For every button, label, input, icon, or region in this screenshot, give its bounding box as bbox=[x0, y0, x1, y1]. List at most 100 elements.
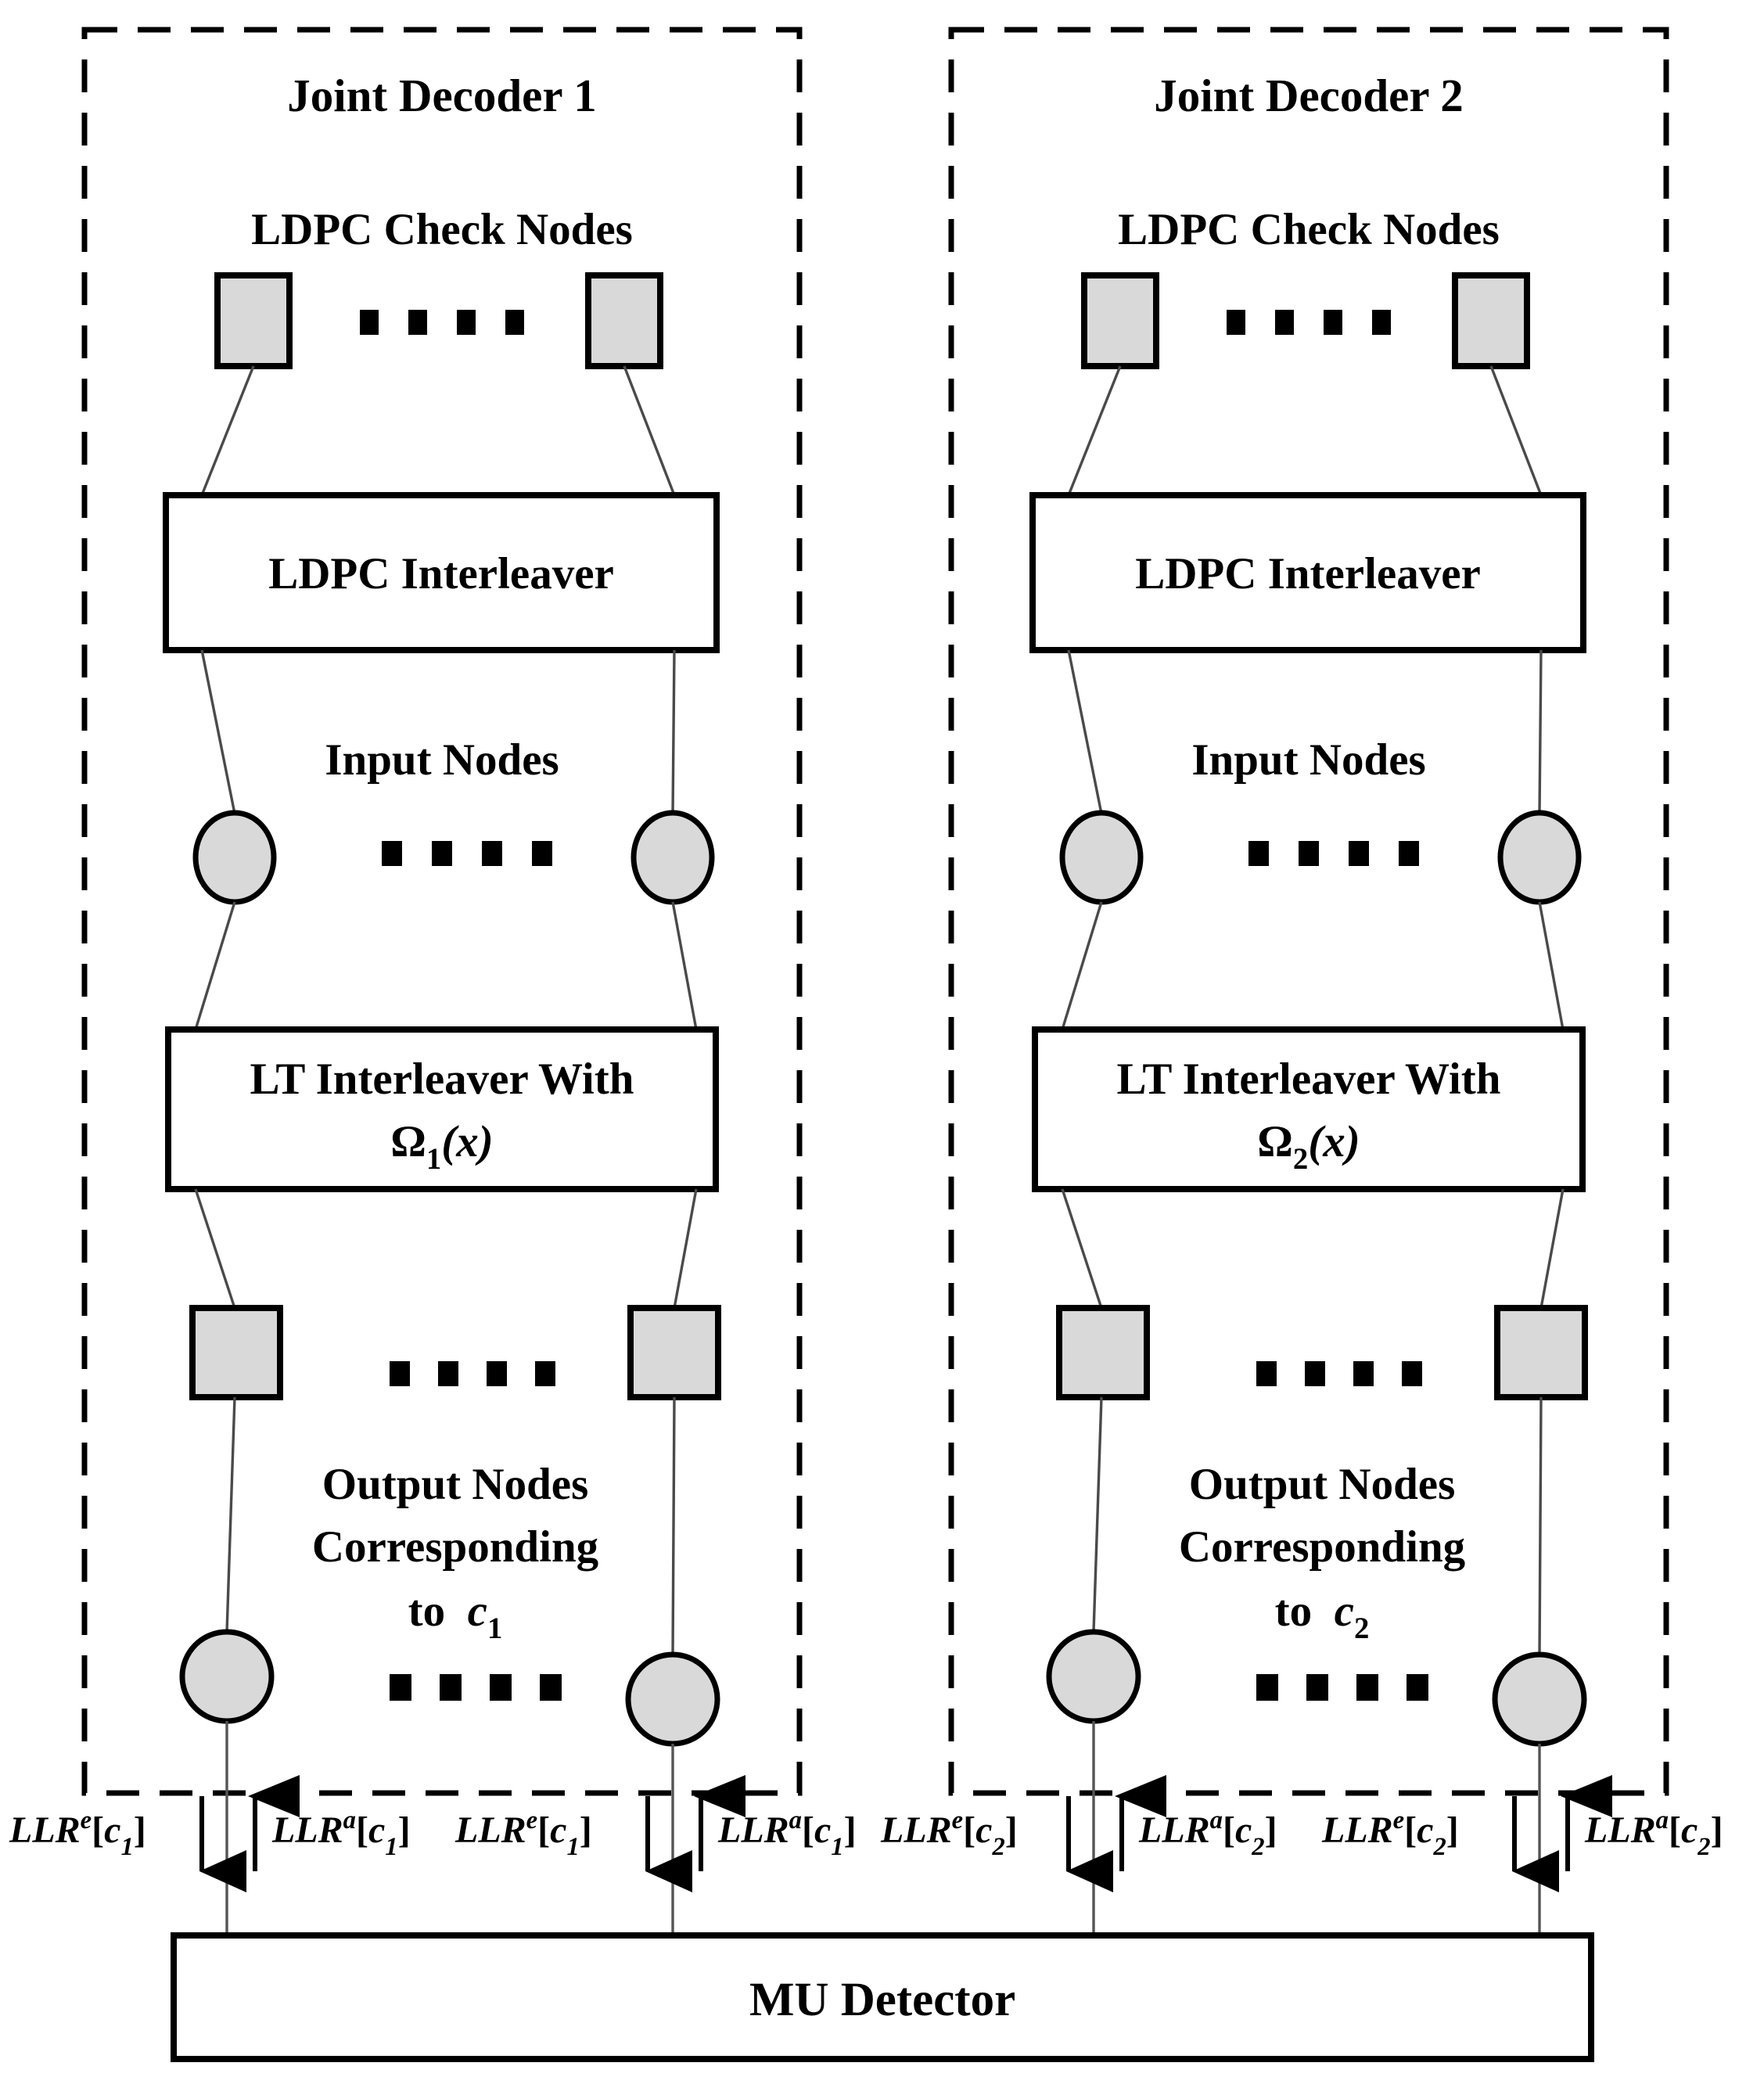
decoder-1-input-node-left bbox=[192, 810, 277, 905]
llr-a-c2-left-sup: a bbox=[1210, 1806, 1223, 1834]
decoder-2-edge-lt-to-output-square-left bbox=[1061, 1188, 1103, 1309]
decoder-2-output-nodes-label-line1: Output Nodes bbox=[1189, 1460, 1456, 1509]
llr-label-a-c1-left: LLRa[c1] bbox=[271, 1806, 411, 1861]
decoder-1-output-node-ellipsis bbox=[390, 1674, 562, 1701]
decoder-2-edge-input-right-to-lt bbox=[1538, 901, 1565, 1030]
llr-e-c2-left-sup: e bbox=[952, 1806, 963, 1834]
llr-a-c1-left-var: c bbox=[368, 1809, 385, 1851]
decoder-2-input-node-ellipsis bbox=[1248, 841, 1419, 866]
llr-e-c2-right-close: ] bbox=[1446, 1809, 1459, 1851]
decoder-2-output-node-right bbox=[1492, 1651, 1587, 1747]
decoder-1-output-node-right bbox=[625, 1651, 720, 1747]
llr-e-c1-left-close: ] bbox=[134, 1809, 146, 1851]
decoder-2-input-nodes-label: Input Nodes bbox=[1191, 735, 1425, 785]
llr-e-c1-left-sub: 1 bbox=[120, 1833, 133, 1861]
decoder-2-edge-square-left-to-circle bbox=[1092, 1396, 1103, 1633]
decoder-2-edge-interleaver-to-input-left bbox=[1067, 649, 1103, 814]
decoder-2-edge-lt-to-output-square-right bbox=[1539, 1188, 1565, 1309]
llr-a-c1-right-sup: a bbox=[789, 1806, 802, 1834]
decoder-1-output-square-ellipsis bbox=[390, 1361, 555, 1386]
decoder-1-omega-arg: (x) bbox=[441, 1117, 493, 1166]
llr-a-c1-right-base: LLR bbox=[717, 1809, 789, 1851]
decoder-2-ldpc-interleaver-label: LDPC Interleaver bbox=[1135, 549, 1481, 598]
decoder-1-lt-interleaver-box bbox=[165, 1026, 719, 1192]
llr-e-c2-left-var: c bbox=[975, 1809, 992, 1851]
decoder-2-output-node-left bbox=[1046, 1629, 1141, 1724]
llr-e-c1-right-open: [ bbox=[537, 1809, 550, 1851]
decoder-2-output-codeword-sub: 2 bbox=[1354, 1612, 1369, 1645]
llr-e-c1-right-base: LLR bbox=[454, 1809, 526, 1851]
decoder-1-check-node-ellipsis bbox=[360, 310, 524, 335]
decoder-1-lt-interleaver-label: LT Interleaver With bbox=[250, 1055, 634, 1104]
llr-a-c2-left-sub: 2 bbox=[1251, 1833, 1264, 1861]
decoder-2-edge-interleaver-to-input-right bbox=[1538, 649, 1543, 814]
decoder-1-output-square-right bbox=[627, 1305, 721, 1400]
decoder-1-output-codeword-sub: 1 bbox=[487, 1612, 502, 1645]
joint-decoder-1-group: Joint Decoder 1 LDPC Check Nodes LDPC In… bbox=[81, 27, 803, 1939]
decoder-1-output-to-word: to bbox=[408, 1586, 445, 1636]
decoder-1-output-nodes-label-line1: Output Nodes bbox=[322, 1460, 589, 1509]
llr-a-c2-right-sup: a bbox=[1656, 1806, 1669, 1834]
llr-a-c2-right-open: [ bbox=[1669, 1809, 1681, 1851]
llr-e-c2-right-sup: e bbox=[1393, 1806, 1404, 1834]
llr-e-c1-right-close: ] bbox=[580, 1809, 592, 1851]
decoder-1-edge-interleaver-to-input-right bbox=[671, 649, 676, 814]
llr-a-c1-left-open: [ bbox=[356, 1809, 368, 1851]
decoder-1-edge-lt-to-output-square-right bbox=[673, 1188, 698, 1309]
llr-a-c2-right-close: ] bbox=[1711, 1809, 1723, 1851]
joint-decoder-1-dashed-border bbox=[81, 27, 803, 1796]
decoder-1-edge-check-right-to-interleaver bbox=[623, 365, 676, 496]
llr-a-c1-left-sup: a bbox=[343, 1806, 356, 1834]
decoder-2-check-node-square-left bbox=[1081, 272, 1159, 369]
llr-e-c1-left-var: c bbox=[104, 1809, 120, 1851]
decoder-1-input-node-right bbox=[631, 810, 715, 905]
decoder-2-check-node-ellipsis bbox=[1227, 310, 1391, 335]
decoder-1-check-nodes-label: LDPC Check Nodes bbox=[251, 205, 633, 254]
decoder-2-output-square-left bbox=[1056, 1305, 1150, 1400]
llr-e-c1-right-var: c bbox=[550, 1809, 566, 1851]
decoder-2-lt-interleaver-omega-expr: Ω2(x) bbox=[1257, 1117, 1360, 1176]
llr-e-c2-right-var: c bbox=[1417, 1809, 1433, 1851]
decoder-2-check-node-square-right bbox=[1452, 272, 1530, 369]
llr-e-c1-right-sub: 1 bbox=[566, 1833, 579, 1861]
decoder-1-edge-check-left-to-interleaver bbox=[200, 365, 255, 496]
decoder-1-output-nodes-label-line3: to c1 bbox=[408, 1586, 503, 1645]
decoder-1-output-codeword: c bbox=[468, 1586, 487, 1636]
decoder-2-input-node-right bbox=[1497, 810, 1582, 905]
llr-e-c2-left-base: LLR bbox=[880, 1809, 952, 1851]
llr-a-c2-right-sub: 2 bbox=[1697, 1833, 1710, 1861]
decoder-2-output-square-ellipsis bbox=[1256, 1361, 1422, 1386]
decoder-2-output-node-ellipsis bbox=[1256, 1674, 1428, 1701]
decoder-1-output-square-left bbox=[189, 1305, 283, 1400]
llr-label-group: LLRe[c1] LLRa[c1] LLRe[c1] LLRa[c1] LLRe… bbox=[9, 1806, 1723, 1861]
llr-a-c2-left-var: c bbox=[1235, 1809, 1252, 1851]
llr-arrow-group bbox=[199, 1775, 1612, 1892]
llr-label-e-c1-left: LLRe[c1] bbox=[9, 1806, 146, 1861]
llr-a-c2-left-open: [ bbox=[1223, 1809, 1235, 1851]
joint-decoder-2-dashed-border bbox=[948, 27, 1669, 1796]
decoder-2-edge-check-right-to-interleaver bbox=[1489, 365, 1543, 496]
decoder-1-lt-interleaver-omega-expr: Ω1(x) bbox=[390, 1117, 494, 1176]
llr-a-c1-right-var: c bbox=[814, 1809, 831, 1851]
mu-detector-group: MU Detector bbox=[171, 1932, 1594, 2062]
llr-e-c2-right-sub: 2 bbox=[1432, 1833, 1446, 1861]
llr-a-c2-right-var: c bbox=[1681, 1809, 1698, 1851]
decoder-1-edge-interleaver-to-input-left bbox=[200, 649, 236, 814]
decoder-1-input-node-ellipsis bbox=[382, 841, 552, 866]
decoder-2-output-nodes-label-line2: Corresponding bbox=[1179, 1522, 1465, 1572]
llr-a-c2-right-base: LLR bbox=[1584, 1809, 1656, 1851]
llr-e-c1-left-sup: e bbox=[81, 1806, 92, 1834]
decoder-2-input-node-left bbox=[1059, 810, 1144, 905]
llr-a-c1-right-close: ] bbox=[844, 1809, 857, 1851]
decoder-1-output-node-left bbox=[179, 1629, 275, 1724]
llr-a-c2-left-close: ] bbox=[1265, 1809, 1277, 1851]
llr-a-c1-left-close: ] bbox=[398, 1809, 411, 1851]
llr-label-a-c1-right: LLRa[c1] bbox=[717, 1806, 857, 1861]
decoder-2-omega-arg: (x) bbox=[1308, 1117, 1360, 1166]
decoder-2-output-square-right bbox=[1494, 1305, 1588, 1400]
llr-label-e-c2-left: LLRe[c2] bbox=[880, 1806, 1018, 1861]
decoder-2-omega-subscript: 2 bbox=[1293, 1142, 1308, 1176]
llr-a-c1-right-open: [ bbox=[802, 1809, 814, 1851]
llr-label-a-c2-left: LLRa[c2] bbox=[1138, 1806, 1277, 1861]
